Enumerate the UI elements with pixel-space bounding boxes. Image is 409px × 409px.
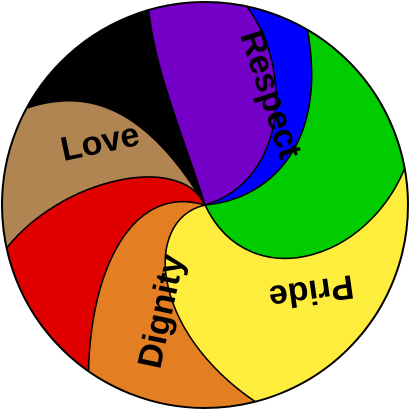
swirl-segment-brown (2, 100, 206, 261)
